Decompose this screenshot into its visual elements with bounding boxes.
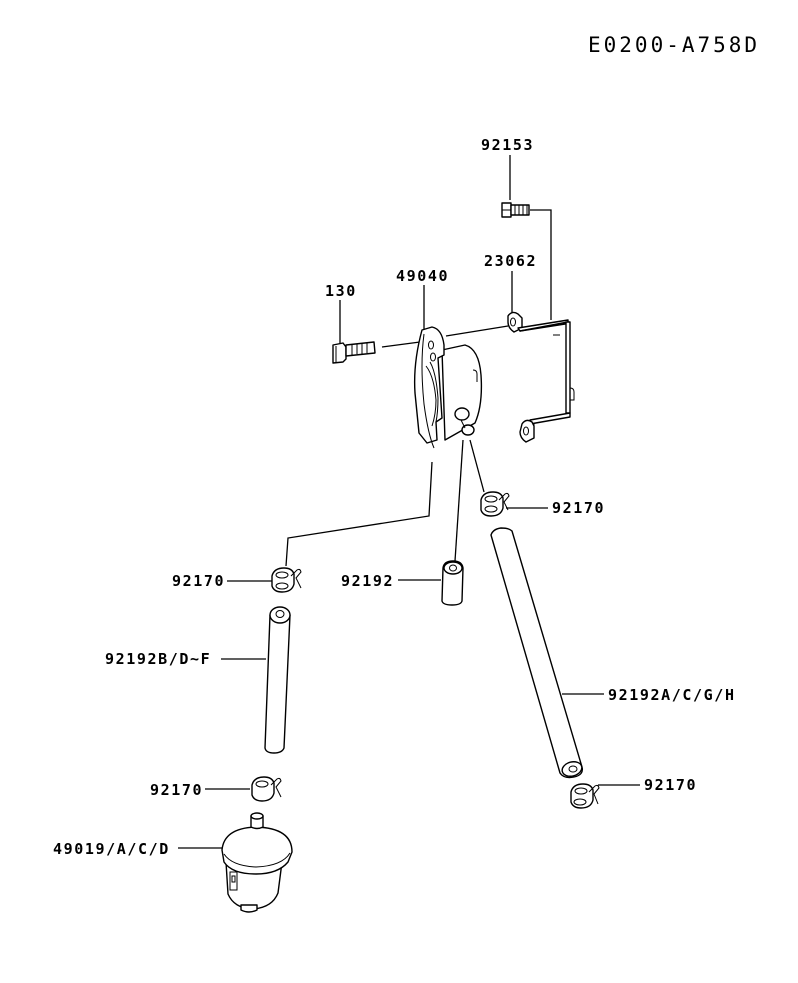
leader-92153-to-bracket [530,209,552,320]
label-92170-left-upper[interactable]: 92170 [172,572,225,590]
label-92192[interactable]: 92192 [341,572,394,590]
part-92192A-right-hose[interactable]: 92192A/C/G/H [490,527,736,779]
label-23062[interactable]: 23062 [484,252,537,270]
fuel-filter-icon [221,812,293,913]
label-92170-right-upper[interactable]: 92170 [552,499,605,517]
bolt-icon [501,202,530,218]
fuel-pump-icon [413,326,483,449]
label-92170-right-lower[interactable]: 92170 [644,776,697,794]
label-92153[interactable]: 92153 [481,136,534,154]
hose-clamp-icon [251,776,282,802]
part-49040-fuel-pump[interactable]: 49040 [285,267,485,567]
label-92192A-C-G-H[interactable]: 92192A/C/G/H [608,686,736,704]
part-92192B-left-hose[interactable]: 92192B/D~F [105,606,291,754]
hose-clamp-icon [570,783,600,809]
leader-pump-to-clamp-right [469,439,485,493]
part-92170-clamp-right-lower[interactable]: 92170 [570,776,697,809]
leader-pump-to-bracket [445,325,509,337]
part-92170-clamp-left-lower[interactable]: 92170 [150,776,282,802]
part-92153-bolt[interactable]: 92153 [481,136,552,320]
leader-pump-to-short-hose [454,439,464,562]
hose-icon [490,527,584,779]
label-92170-left-lower[interactable]: 92170 [150,781,203,799]
part-49019-fuel-filter[interactable]: 49019/A/C/D [53,812,293,913]
hose-clamp-icon [271,567,302,593]
leader-pump-to-clamp-left [285,461,433,567]
label-49040[interactable]: 49040 [396,267,449,285]
label-92192B-D-F[interactable]: 92192B/D~F [105,650,211,668]
part-92170-clamp-right-upper[interactable]: 92170 [480,491,605,517]
part-130-bolt[interactable]: 130 [325,282,376,364]
diagram-code: E0200-A758D [588,33,760,57]
hose-icon [441,560,464,606]
part-92170-clamp-left-upper[interactable]: 92170 [172,567,302,593]
label-49019-A-C-D[interactable]: 49019/A/C/D [53,840,170,858]
hose-icon [264,606,291,754]
part-92192-short-hose[interactable]: 92192 [341,560,464,606]
part-23062-bracket[interactable]: 23062 [484,252,575,443]
hose-clamp-icon [480,491,510,517]
bracket-icon [507,311,575,443]
label-130[interactable]: 130 [325,282,357,300]
leader-130-to-pump [381,341,421,348]
bolt-icon [332,341,376,364]
